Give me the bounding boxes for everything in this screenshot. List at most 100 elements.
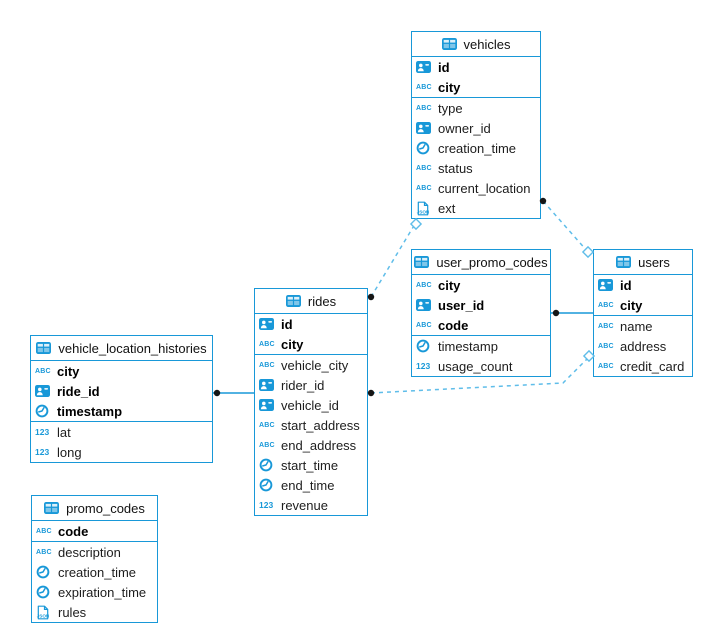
field-label: creation_time xyxy=(438,140,517,156)
table-header: promo_codes xyxy=(32,496,157,521)
field-row-city: ABC city xyxy=(31,361,212,381)
field-label: credit_card xyxy=(620,358,685,374)
field-label: long xyxy=(57,444,82,460)
text-type-icon: ABC xyxy=(598,342,614,350)
field-label: usage_count xyxy=(438,358,513,374)
text-type-icon: ABC xyxy=(416,184,432,192)
text-type-icon: ABC xyxy=(598,301,614,309)
table-header: rides xyxy=(255,289,367,314)
table-icon xyxy=(414,256,430,268)
field-label: city xyxy=(57,363,80,379)
id-badge-icon xyxy=(416,61,436,73)
field-label: timestamp xyxy=(438,338,498,354)
field-row-creation_time: creation_time xyxy=(32,562,157,582)
field-label: vehicle_id xyxy=(281,397,339,413)
table-title: users xyxy=(638,254,670,270)
table-title: rides xyxy=(307,293,337,309)
diamond-marker xyxy=(581,245,595,259)
number-type-icon: 123 xyxy=(416,361,431,371)
dot-marker xyxy=(213,389,221,397)
field-row-expiration_time: expiration_time xyxy=(32,582,157,602)
field-label: start_time xyxy=(281,457,339,473)
id-badge-icon xyxy=(416,122,436,134)
field-label: city xyxy=(438,277,461,293)
field-label: vehicle_city xyxy=(281,357,349,373)
id-badge-icon xyxy=(416,299,436,311)
field-label: end_time xyxy=(281,477,335,493)
table-title: promo_codes xyxy=(66,500,145,516)
timestamp-type-icon xyxy=(416,339,436,353)
timestamp-type-icon xyxy=(36,585,56,599)
connection-vehicle_location_histories-to-rides[interactable] xyxy=(213,389,254,397)
field-row-credit_card: ABC credit_card xyxy=(594,356,692,376)
field-row-vehicle_id: vehicle_id xyxy=(255,395,367,415)
connection-line[interactable] xyxy=(542,200,589,253)
field-row-owner_id: owner_id xyxy=(412,118,540,138)
json-type-icon: JSON xyxy=(36,605,56,620)
id-badge-icon xyxy=(259,318,279,330)
timestamp-type-icon xyxy=(36,565,56,579)
table-header: vehicles xyxy=(412,32,540,57)
timestamp-type-icon xyxy=(259,478,279,492)
id-badge-icon xyxy=(259,379,279,391)
id-badge-icon xyxy=(35,385,55,397)
field-row-start_time: start_time xyxy=(255,455,367,475)
text-type-icon: ABC xyxy=(416,321,432,329)
field-label: description xyxy=(58,544,121,560)
text-type-icon: ABC xyxy=(35,367,51,375)
table-icon xyxy=(616,256,632,268)
text-type-icon: ABC xyxy=(259,361,275,369)
id-badge-icon xyxy=(598,279,618,291)
field-label: city xyxy=(281,336,304,352)
number-type-icon: 123 xyxy=(35,427,50,437)
table-header: users xyxy=(594,250,692,275)
text-type-icon: ABC xyxy=(598,322,614,330)
field-row-timestamp: timestamp xyxy=(412,336,550,356)
svg-text:JSON: JSON xyxy=(37,613,50,618)
field-label: id xyxy=(281,316,293,332)
field-label: revenue xyxy=(281,497,328,513)
text-type-icon: ABC xyxy=(259,340,275,348)
field-label: type xyxy=(438,100,463,116)
table-title: user_promo_codes xyxy=(436,254,548,270)
field-label: id xyxy=(438,59,450,75)
field-label: owner_id xyxy=(438,120,491,136)
text-type-icon: ABC xyxy=(598,362,614,370)
section-divider xyxy=(31,421,212,422)
dot-marker xyxy=(367,293,375,301)
field-label: start_address xyxy=(281,417,360,433)
field-label: rider_id xyxy=(281,377,325,393)
field-row-end_time: end_time xyxy=(255,475,367,495)
field-row-id: id xyxy=(255,314,367,334)
field-row-id: id xyxy=(594,275,692,295)
table-icon xyxy=(441,38,457,50)
field-row-vehicle_city: ABC vehicle_city xyxy=(255,355,367,375)
dot-marker xyxy=(367,389,375,397)
field-row-ride_id: ride_id xyxy=(31,381,212,401)
table-header: vehicle_location_histories xyxy=(31,336,212,361)
text-type-icon: ABC xyxy=(259,441,275,449)
connection-user_promo_codes-to-users[interactable] xyxy=(551,309,593,317)
field-label: user_id xyxy=(438,297,485,313)
connection-line[interactable] xyxy=(370,223,416,298)
timestamp-type-icon xyxy=(416,141,436,155)
field-label: ride_id xyxy=(57,383,100,399)
timestamp-type-icon xyxy=(259,458,279,472)
